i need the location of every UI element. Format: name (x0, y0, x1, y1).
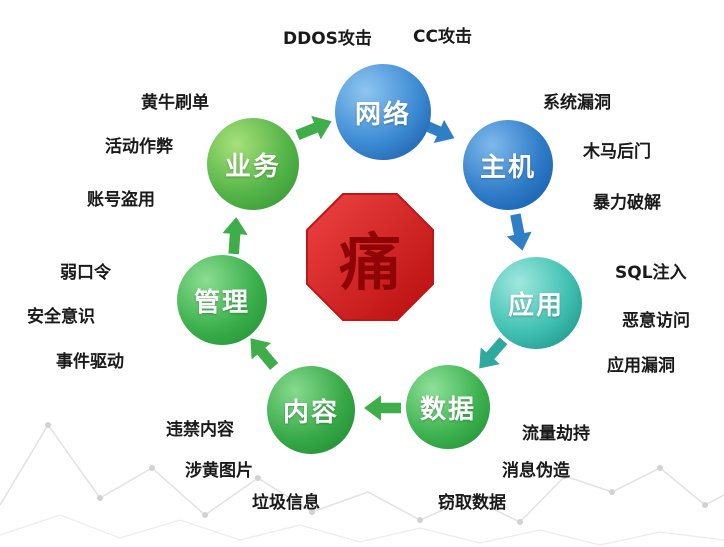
arrow-management-to-business-icon (220, 215, 251, 255)
node-business: 业务 (207, 118, 299, 210)
threat-label-ddos: DDOS攻击 (283, 29, 372, 49)
node-application-label: 应用 (507, 290, 564, 321)
node-network-label: 网络 (354, 99, 411, 130)
threat-label-trojan-backdoor: 木马后门 (583, 142, 651, 162)
threat-label-event-driven: 事件驱动 (56, 352, 124, 372)
node-host: 主机 (463, 120, 553, 210)
threat-label-spam: 垃圾信息 (252, 493, 320, 513)
threat-label-app-vulnerability: 应用漏洞 (607, 356, 675, 376)
arrow-data-to-content-icon (363, 394, 401, 422)
center-pain-octagon: 痛 (305, 192, 435, 322)
threat-label-brute-force: 暴力破解 (593, 193, 661, 213)
arrow-content-to-management-icon (239, 328, 285, 375)
threat-label-pornographic-images: 涉黄图片 (185, 461, 253, 481)
threat-label-malicious-access: 恶意访问 (622, 311, 690, 331)
octagon-shape (306, 193, 434, 321)
threat-label-campaign-cheating: 活动作弊 (105, 137, 173, 157)
node-business-label: 业务 (224, 151, 281, 182)
threat-label-weak-password: 弱口令 (60, 263, 111, 283)
node-content: 内容 (267, 366, 355, 454)
threat-label-cc: CC攻击 (413, 27, 472, 47)
node-content-label: 内容 (282, 397, 339, 428)
threat-label-security-awareness: 安全意识 (27, 307, 95, 327)
threat-label-prohibited-content: 违禁内容 (166, 420, 234, 440)
node-network: 网络 (335, 64, 431, 160)
threat-label-message-forgery: 消息伪造 (502, 461, 570, 481)
threat-label-scalping: 黄牛刷单 (141, 93, 209, 113)
node-host-label: 主机 (479, 152, 536, 183)
threat-label-traffic-hijacking: 流量劫持 (522, 424, 590, 444)
node-data: 数据 (406, 365, 490, 449)
threat-label-account-theft: 账号盗用 (87, 190, 155, 210)
threat-label-sql-injection: SQL注入 (615, 263, 687, 283)
arrow-business-to-network-icon (292, 108, 338, 148)
threat-label-system-vulnerability: 系统漏洞 (543, 93, 611, 113)
threat-label-data-theft: 窃取数据 (438, 493, 506, 513)
node-management-label: 管理 (193, 287, 250, 318)
node-management: 管理 (177, 255, 267, 345)
node-application: 应用 (490, 257, 582, 349)
arrow-host-to-application-icon (502, 212, 537, 255)
pain-character: 痛 (338, 226, 401, 299)
node-data-label: 数据 (419, 394, 476, 425)
arrow-application-to-data-icon (468, 331, 514, 378)
